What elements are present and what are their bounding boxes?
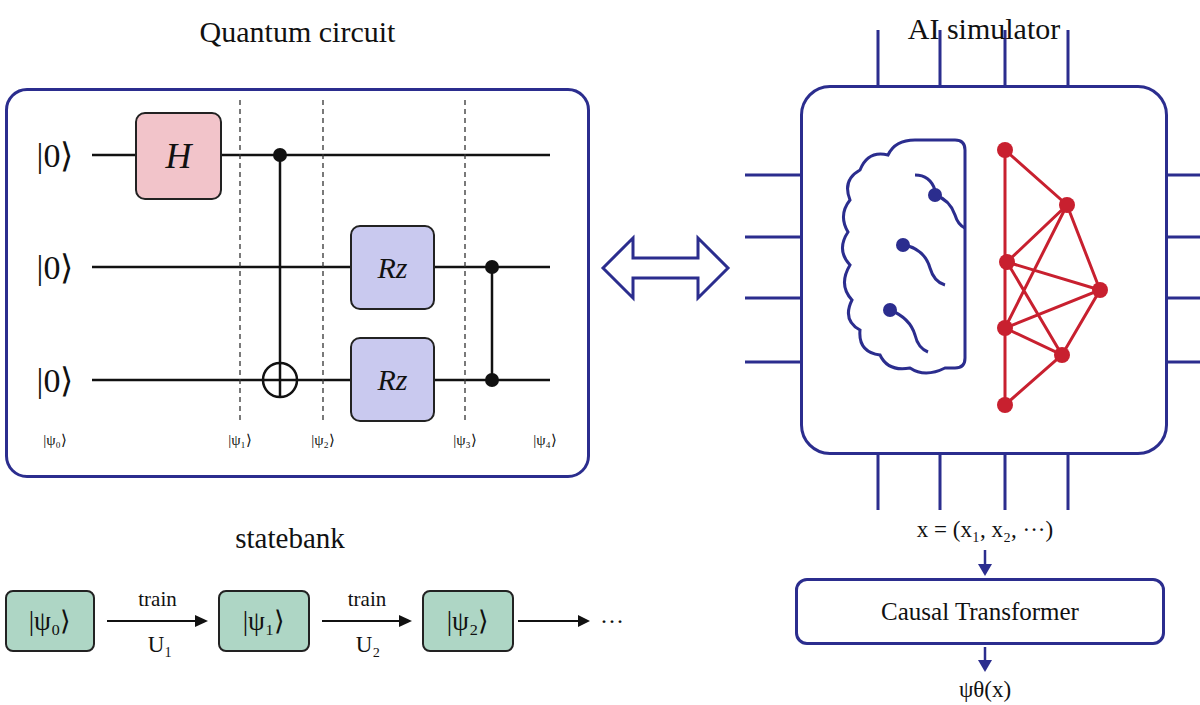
neuron-dot: [883, 303, 897, 317]
graph-node: [997, 320, 1013, 336]
control-dot: [485, 260, 499, 274]
ai-simulator-chip: AI simulator: [800, 85, 1168, 455]
arrow-line: [518, 620, 580, 622]
node-label: |ψ₂⟩: [447, 605, 490, 637]
double-arrow: [603, 238, 728, 298]
input-label: x = (x₁, x₂, ···): [917, 517, 1053, 543]
graph-edges: [1005, 150, 1100, 405]
circuit-panel: Quantum circuitHRzRz: [5, 88, 590, 478]
graph-node: [1059, 197, 1075, 213]
arrow-line: [984, 647, 987, 662]
graph-node: [997, 397, 1013, 413]
wire: [92, 379, 550, 382]
brain-fold: [915, 175, 935, 190]
node-label: Rz: [378, 363, 408, 397]
arrow-line: [322, 620, 402, 622]
neuron-dot: [928, 188, 942, 202]
train-arrow: [322, 615, 412, 627]
graph-edge: [1005, 150, 1100, 405]
state-label: |ψ₀⟩: [43, 431, 67, 449]
brain-fold: [905, 245, 945, 285]
panel-title: AI simulator: [803, 12, 1165, 46]
arrow-line: [984, 550, 987, 566]
statebank-tail: [518, 615, 590, 627]
edge-label: train: [138, 587, 176, 612]
unitary-label: U₂: [356, 632, 381, 658]
node-label: Causal Transformer: [881, 598, 1079, 626]
arrow-head: [978, 564, 992, 576]
rz-gate: Rz: [350, 337, 435, 422]
brain-outline: [842, 140, 965, 373]
unitary-label: U₁: [148, 632, 173, 658]
brain-dots: [883, 188, 942, 317]
slice-lines: [240, 100, 465, 422]
dashed-line: [239, 100, 240, 422]
node-label: |ψ₁⟩: [243, 605, 286, 637]
state-label: |ψ₄⟩: [533, 431, 557, 449]
cz-line: [491, 267, 494, 380]
node-label: |ψ₀⟩: [29, 605, 72, 637]
graph-nodes: [997, 142, 1108, 413]
panel-title: Quantum circuit: [8, 15, 587, 49]
graph-node: [997, 142, 1013, 158]
arrow-head: [978, 660, 992, 672]
rz-gate: Rz: [350, 225, 435, 310]
wire: [92, 266, 550, 269]
control-dot: [273, 148, 287, 162]
ellipsis: ···: [600, 608, 624, 635]
cnot-line: [279, 155, 282, 397]
graph-node: [1054, 347, 1070, 363]
arrow-head: [578, 615, 590, 627]
ket-zero: |0⟩: [37, 135, 74, 175]
brain: [842, 140, 965, 373]
brain-fold: [890, 310, 928, 352]
dashed-line: [322, 100, 323, 422]
neuron-dot: [896, 238, 910, 252]
ket-zero: |0⟩: [37, 360, 74, 400]
control-dot: [485, 373, 499, 387]
ket-zero: |0⟩: [37, 247, 74, 287]
state-label: |ψ₁⟩: [228, 431, 252, 449]
arrow-head: [399, 615, 412, 627]
node-label: Rz: [378, 251, 408, 285]
pin: [745, 30, 1200, 510]
edge-label: train: [348, 587, 386, 612]
state-box: |ψ₂⟩: [422, 590, 514, 652]
graph-node: [999, 254, 1015, 270]
state-box: |ψ₁⟩: [218, 590, 310, 652]
state-label: |ψ₂⟩: [311, 431, 335, 449]
arrow-head: [195, 615, 208, 627]
train-arrow: [107, 615, 208, 627]
arrow-line: [107, 620, 198, 622]
output-label: ψθ(x): [959, 677, 1011, 703]
graph-node: [1092, 282, 1108, 298]
state-label: |ψ₃⟩: [453, 431, 477, 449]
hadamard-gate: H: [135, 112, 222, 200]
node-label: H: [166, 135, 192, 177]
transformer-box: Causal Transformer: [795, 578, 1165, 645]
chip-pins: [745, 30, 1200, 510]
state-box: |ψ₀⟩: [5, 590, 95, 652]
cnot-cross: [279, 363, 282, 397]
section-title: statebank: [235, 522, 345, 555]
cnot-target: [263, 363, 297, 397]
dashed-line: [464, 100, 465, 422]
